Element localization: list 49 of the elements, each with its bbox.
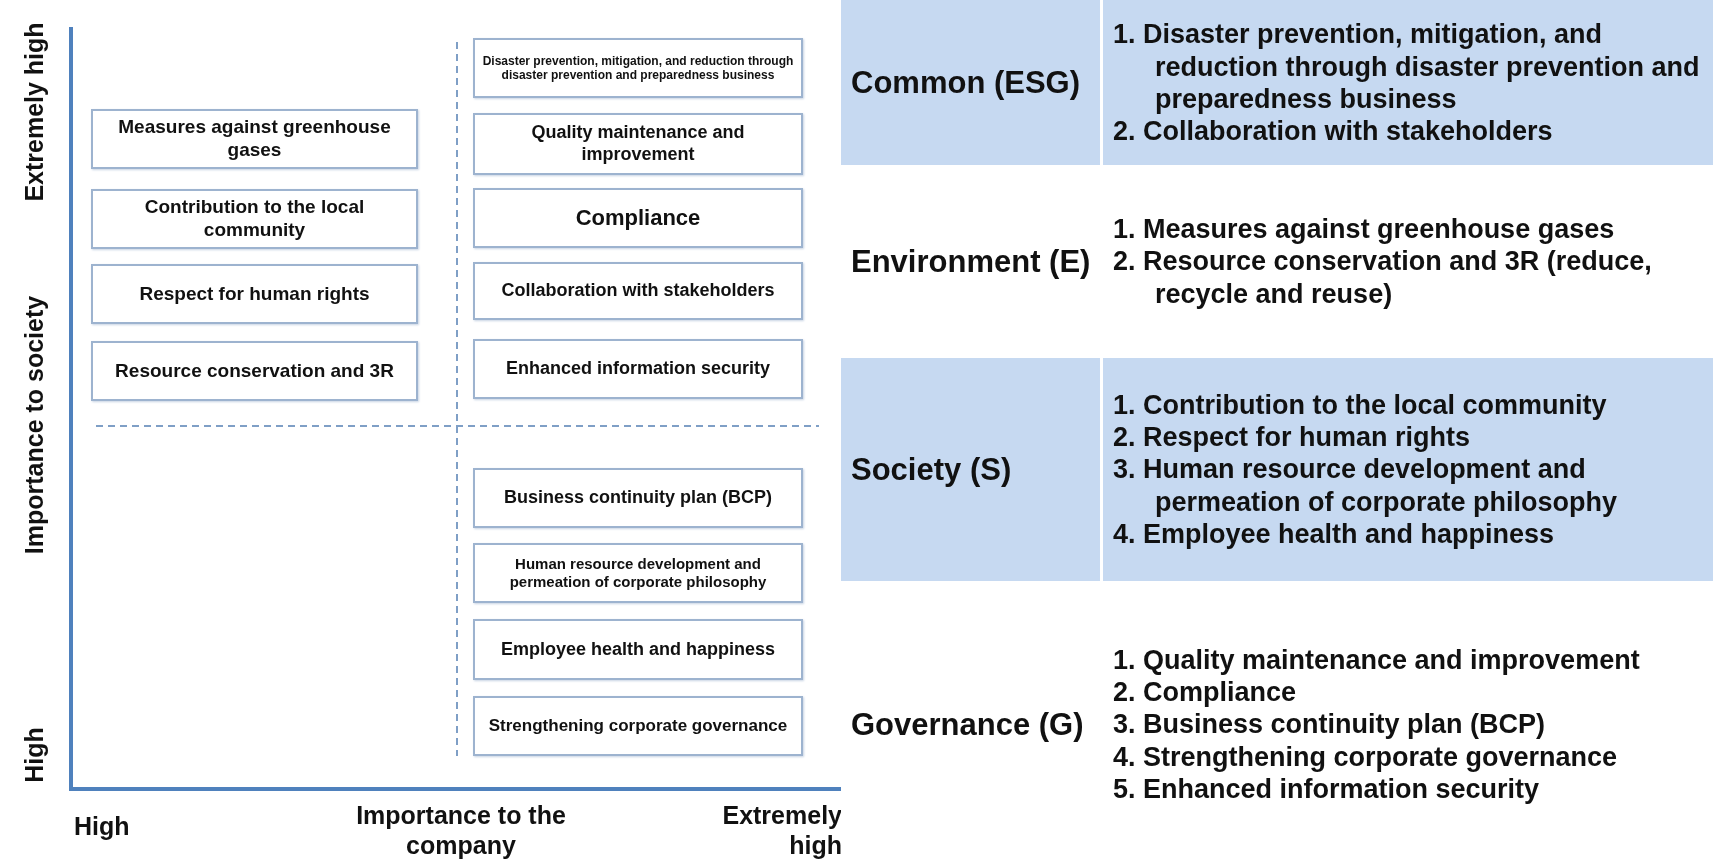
list-item: 4. Strengthening corporate governance — [1113, 740, 1619, 774]
list-item: 1. Disaster prevention, mitigation, and reduction through disaster prevention and preparedness business — [1113, 18, 1701, 116]
list-item: 4. Employee health and happiness — [1113, 518, 1556, 551]
axis-label: Extremely high — [721, 800, 842, 860]
topic-label: Contribution to the local community — [143, 196, 366, 242]
topic-label: Disaster prevention, mitigation, and reduction through disaster prevention and preparedness business — [481, 53, 795, 83]
topic-label: Collaboration with stakeholders — [501, 280, 775, 302]
list-item: 3. Business continuity plan (BCP) — [1113, 708, 1547, 741]
topic-box — [473, 113, 803, 175]
list-item: 1. Measures against greenhouse gases — [1113, 212, 1616, 246]
topic-label: Strengthening corporate governance — [488, 715, 788, 737]
topic-box — [473, 468, 803, 528]
topic-box — [91, 109, 418, 169]
list-item: 2. Compliance — [1113, 675, 1298, 709]
list-item: 2. Resource conservation and 3R (reduce, recycle and reuse) — [1113, 245, 1653, 311]
topic-box — [473, 262, 803, 320]
topic-label: Business continuity plan (BCP) — [504, 487, 772, 509]
topic-label: Measures against greenhouse gases — [117, 116, 392, 162]
topic-label: Respect for human rights — [139, 282, 370, 306]
category-label: Environment (E) — [851, 243, 1091, 280]
topic-box — [473, 38, 803, 98]
list-item: 1. Contribution to the local community — [1113, 388, 1608, 421]
axis-label: Importance to society — [19, 295, 49, 555]
category-label: Society (S) — [851, 451, 1012, 488]
category-label: Common (ESG) — [851, 65, 1081, 101]
axis-label: Extremely high — [19, 22, 49, 202]
topic-label: Resource conservation and 3R — [115, 359, 394, 383]
topic-box — [91, 341, 418, 401]
topic-label: Employee health and happiness — [500, 638, 776, 661]
axis-title: Importance to the company — [355, 800, 567, 860]
axis-label: High — [19, 727, 49, 783]
list-item: 1. Quality maintenance and improvement — [1113, 643, 1641, 676]
category-label: Governance (G) — [851, 706, 1084, 743]
topic-box — [91, 264, 418, 324]
topic-box — [473, 543, 803, 603]
topic-box — [473, 339, 803, 399]
topic-box — [473, 696, 803, 756]
topic-label: Human resource development and permeation of corporate philosophy — [508, 555, 768, 591]
topic-box — [473, 188, 803, 248]
topic-label: Compliance — [575, 204, 701, 232]
list-item: 3. Human resource development and permeation of corporate philosophy — [1113, 453, 1619, 519]
list-item: 5. Enhanced information security — [1113, 773, 1541, 806]
topic-label: Enhanced information security — [505, 358, 771, 380]
topic-box — [91, 189, 418, 249]
topic-label: Quality maintenance and improvement — [530, 122, 746, 166]
axis-label: High — [74, 812, 130, 841]
list-item: 2. Collaboration with stakeholders — [1113, 115, 1554, 148]
list-item: 2. Respect for human rights — [1113, 420, 1472, 454]
topic-box — [473, 619, 803, 680]
